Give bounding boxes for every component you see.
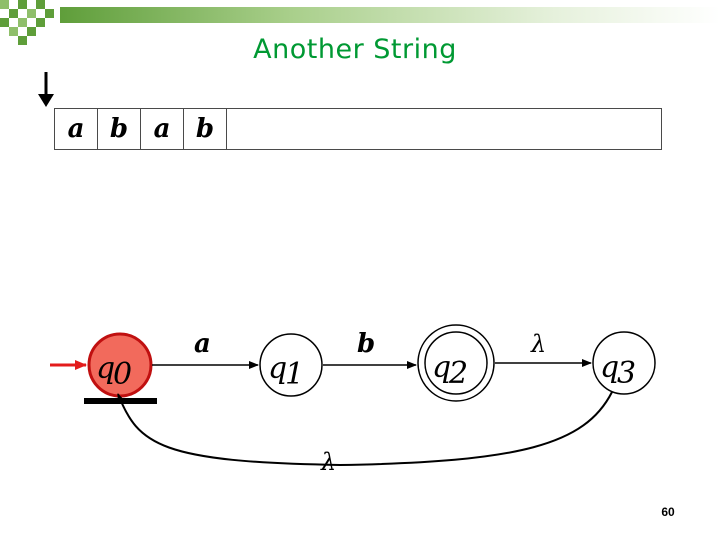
transition-label-lambda-loop: λ <box>320 448 336 476</box>
state-q3: q 3 <box>593 332 655 394</box>
state-q0: q 0 <box>89 334 151 396</box>
tape-head-arrow-icon <box>38 72 54 107</box>
page-number: 60 <box>648 505 688 519</box>
svg-text:2: 2 <box>448 356 468 391</box>
svg-text:0: 0 <box>113 357 132 392</box>
transition-label-lambda: λ <box>530 330 546 358</box>
state-q2: q 2 <box>418 325 494 401</box>
svg-text:1: 1 <box>285 357 304 392</box>
state-q1: q 1 <box>260 334 322 396</box>
transition-label-a: a <box>194 329 211 359</box>
transition-q3-q0 <box>118 392 612 465</box>
svg-text:3: 3 <box>617 356 636 391</box>
transition-label-b: b <box>357 329 375 359</box>
